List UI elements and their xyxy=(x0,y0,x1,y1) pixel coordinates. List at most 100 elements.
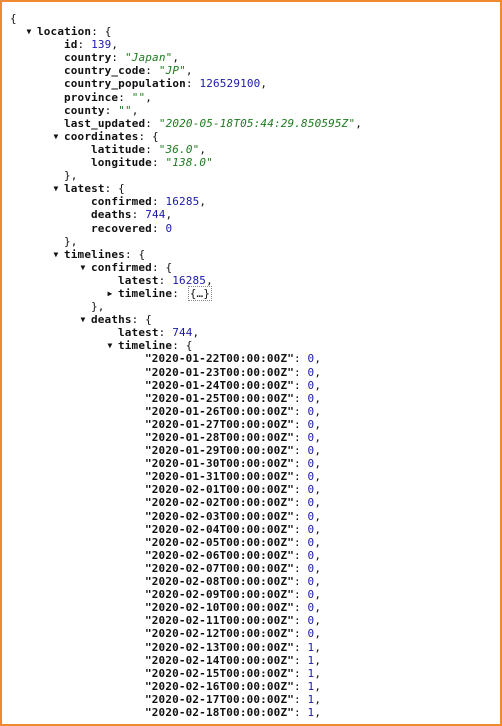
timeline-entry: "2020-02-14T00:00:00Z": 1, xyxy=(10,654,492,667)
json-colon: : xyxy=(294,535,308,549)
field-latest-recovered: recovered: 0 xyxy=(10,222,492,235)
json-key: province xyxy=(64,90,119,104)
json-comma: , xyxy=(314,483,322,497)
timeline-date: "2020-02-13T00:00:00Z" xyxy=(145,640,294,654)
json-comma: , xyxy=(314,391,322,405)
json-colon: : xyxy=(158,326,173,340)
json-key: country xyxy=(64,51,112,65)
node-timelines-confirmed: ▼confirmed: { xyxy=(10,261,492,274)
json-brace: : { xyxy=(91,25,112,39)
json-colon: : xyxy=(294,470,308,484)
node-location: ▼ location: { xyxy=(10,25,492,38)
expanded-toggle-icon[interactable]: ▼ xyxy=(53,131,59,141)
timeline-entry: "2020-01-24T00:00:00Z": 0, xyxy=(10,379,492,392)
json-comma: , xyxy=(314,352,322,366)
timeline-value: 0 xyxy=(307,614,315,628)
json-comma: , xyxy=(314,679,322,693)
timeline-date: "2020-02-16T00:00:00Z" xyxy=(145,679,294,693)
json-colon: : xyxy=(158,273,173,287)
json-key[interactable]: deaths xyxy=(91,313,132,327)
json-key[interactable]: timelines xyxy=(64,247,125,261)
json-comma: , xyxy=(314,653,322,667)
timeline-date: "2020-01-29T00:00:00Z" xyxy=(145,444,294,458)
timeline-entry: "2020-02-19T00:00:00Z": 1, xyxy=(10,719,492,720)
json-colon: : xyxy=(294,666,308,680)
json-colon: : xyxy=(294,496,308,510)
timeline-entry: "2020-02-05T00:00:00Z": 0, xyxy=(10,536,492,549)
json-colon: : xyxy=(294,561,308,575)
field-county: county: "", xyxy=(10,104,492,117)
json-colon: : xyxy=(294,352,308,366)
json-value: "2020-05-18T05:44:29.850595Z" xyxy=(158,116,356,130)
json-key[interactable]: confirmed xyxy=(91,260,152,274)
timeline-value: 0 xyxy=(307,444,315,458)
json-brace: }, xyxy=(64,169,78,183)
json-value: 139 xyxy=(91,38,112,52)
json-key[interactable]: coordinates xyxy=(64,129,139,143)
json-comma: , xyxy=(260,77,268,91)
json-colon: : xyxy=(294,614,308,628)
json-colon: : xyxy=(294,444,308,458)
json-comma: , xyxy=(314,666,322,680)
json-colon: : xyxy=(145,142,159,156)
json-colon: : xyxy=(294,365,308,379)
expanded-toggle-icon[interactable]: ▼ xyxy=(26,27,32,37)
timeline-value: 0 xyxy=(307,509,315,523)
json-comma: , xyxy=(314,561,322,575)
json-key: deaths xyxy=(91,208,132,222)
timeline-value: 0 xyxy=(307,522,315,536)
json-comma: , xyxy=(314,509,322,523)
json-colon: : xyxy=(294,404,308,418)
json-value: 16285 xyxy=(172,273,207,287)
expanded-toggle-icon[interactable]: ▼ xyxy=(80,262,86,272)
json-colon: : xyxy=(294,378,308,392)
json-colon: : xyxy=(294,457,308,471)
field-last-updated: last_updated: "2020-05-18T05:44:29.85059… xyxy=(10,117,492,130)
timeline-date: "2020-02-12T00:00:00Z" xyxy=(145,627,294,641)
json-colon: : xyxy=(151,195,166,209)
timeline-entry: "2020-01-31T00:00:00Z": 0, xyxy=(10,470,492,483)
expanded-toggle-icon[interactable]: ▼ xyxy=(53,184,59,194)
field-country: country: "Japan", xyxy=(10,51,492,64)
json-key[interactable]: timeline xyxy=(118,286,173,300)
json-key[interactable]: latest xyxy=(64,182,105,196)
collapsed-toggle-icon[interactable]: ▶ xyxy=(107,288,113,298)
timeline-entry: "2020-02-15T00:00:00Z": 1, xyxy=(10,667,492,680)
json-comma: , xyxy=(314,431,322,444)
timeline-value: 0 xyxy=(307,575,315,589)
json-comma: , xyxy=(314,719,321,720)
timeline-value: 1 xyxy=(307,692,315,706)
timeline-entry: "2020-02-12T00:00:00Z": 0, xyxy=(10,627,492,640)
json-comma: , xyxy=(145,90,153,104)
timeline-date: "2020-02-17T00:00:00Z" xyxy=(145,692,294,706)
timeline-value: 0 xyxy=(307,378,315,392)
expanded-toggle-icon[interactable]: ▼ xyxy=(80,315,86,325)
expanded-toggle-icon[interactable]: ▼ xyxy=(53,249,59,259)
collapsed-preview[interactable]: {…} xyxy=(187,285,213,301)
timeline-entry: "2020-01-27T00:00:00Z": 0, xyxy=(10,418,492,431)
json-value: "36.0" xyxy=(158,142,200,156)
node-latest: ▼latest: { xyxy=(10,182,492,195)
json-colon: : xyxy=(185,77,200,91)
json-key: recovered xyxy=(91,221,152,235)
json-close-brace: }, xyxy=(10,235,492,248)
timeline-value: 0 xyxy=(307,548,315,562)
json-colon: : xyxy=(294,627,308,641)
json-value: "JP" xyxy=(158,64,186,78)
timeline-entry: "2020-02-01T00:00:00Z": 0, xyxy=(10,483,492,496)
timeline-entry: "2020-01-23T00:00:00Z": 0, xyxy=(10,366,492,379)
field-latitude: latitude: "36.0", xyxy=(10,143,492,156)
json-key[interactable]: timeline xyxy=(118,339,173,353)
field-latest-confirmed: confirmed: 16285, xyxy=(10,195,492,208)
json-root-open: { xyxy=(10,12,492,25)
timeline-entry: "2020-01-28T00:00:00Z": 0, xyxy=(10,431,492,444)
timeline-entry: "2020-01-25T00:00:00Z": 0, xyxy=(10,392,492,405)
json-colon: : xyxy=(294,640,308,654)
json-colon: : xyxy=(294,522,308,536)
json-value: 0 xyxy=(165,221,173,235)
json-key: id xyxy=(64,38,78,52)
field-province: province: "", xyxy=(10,91,492,104)
json-key[interactable]: location xyxy=(37,25,92,39)
timeline-entry: "2020-02-07T00:00:00Z": 0, xyxy=(10,562,492,575)
expanded-toggle-icon[interactable]: ▼ xyxy=(107,341,113,351)
